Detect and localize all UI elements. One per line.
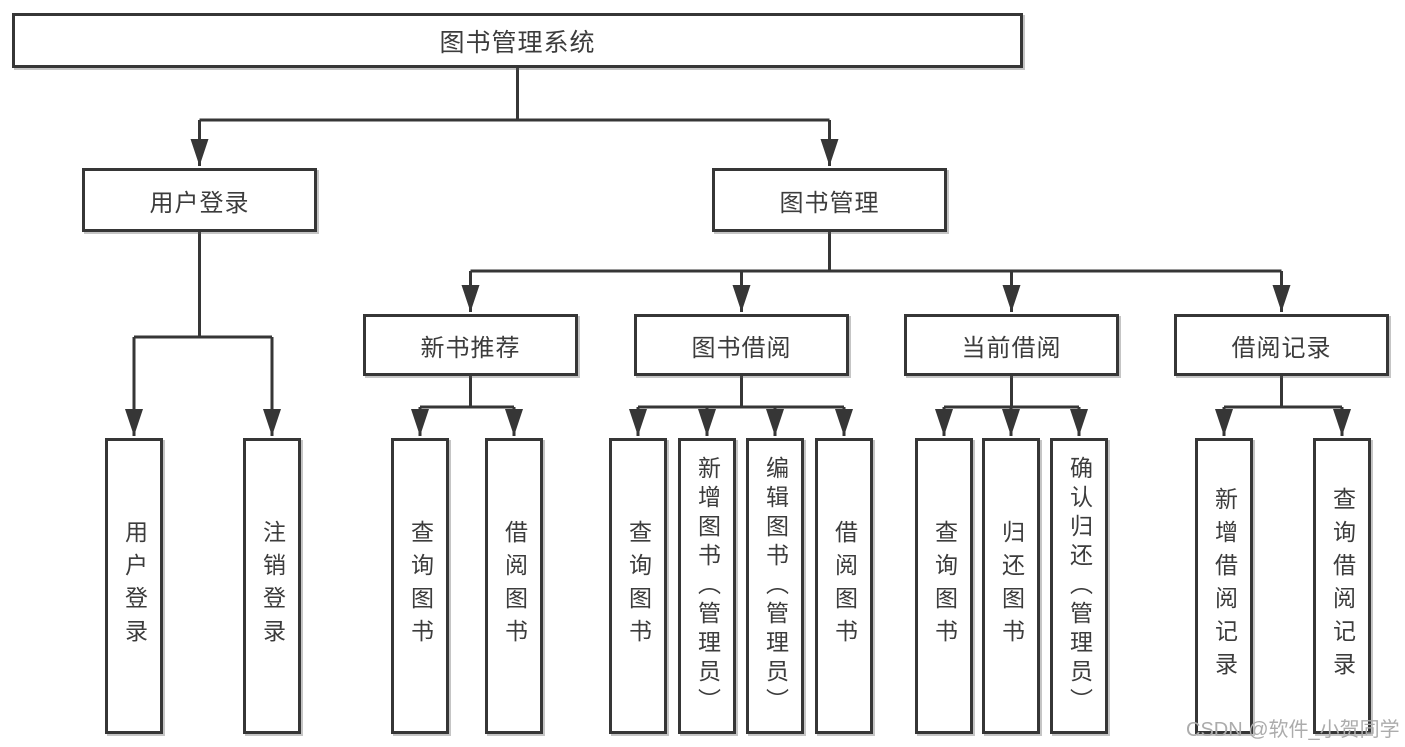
node-edit-book-admin: 编辑图书（管理员）: [746, 438, 804, 734]
node-label: 图书管理: [779, 189, 880, 217]
connector-borrow-records-children: [1215, 376, 1351, 436]
node-label: 借阅记录: [1231, 334, 1332, 362]
node-query-books-current: 查询图书: [915, 438, 973, 734]
node-label: 新书推荐: [420, 334, 521, 362]
node-confirm-return-admin: 确认归还（管理员）: [1050, 438, 1108, 734]
node-query-books-recommend: 查询图书: [391, 438, 449, 734]
node-borrow-books-borrow: 借阅图书: [815, 438, 873, 734]
node-borrow-records: 借阅记录: [1174, 314, 1389, 376]
node-label: 借阅图书: [831, 520, 858, 652]
node-query-books-borrow: 查询图书: [609, 438, 667, 734]
node-label: 新增借阅记录: [1211, 487, 1238, 685]
connector-book-borrow-children: [629, 376, 853, 436]
node-query-borrow-record: 查询借阅记录: [1313, 438, 1371, 734]
node-label: 确认归还（管理员）: [1066, 455, 1093, 717]
watermark: CSDN @软件_小贺同学: [1186, 719, 1400, 741]
node-label: 查询图书: [625, 520, 652, 652]
connector-root-to-level2: [190, 68, 839, 166]
node-label: 查询图书: [407, 520, 434, 652]
connector-book-management-children: [461, 232, 1291, 312]
node-book-borrow: 图书借阅: [634, 314, 849, 376]
connector-current-borrow-children: [935, 376, 1088, 436]
node-user-login: 用户登录: [82, 168, 317, 232]
node-root: 图书管理系统: [12, 13, 1023, 68]
node-return-book: 归还图书: [982, 438, 1040, 734]
node-label: 借阅图书: [501, 520, 528, 652]
node-user-login-action: 用户登录: [105, 438, 163, 734]
node-new-book-recommend: 新书推荐: [363, 314, 578, 376]
node-logout-action: 注销登录: [243, 438, 301, 734]
node-borrow-books-recommend: 借阅图书: [485, 438, 543, 734]
node-label: 图书借阅: [691, 334, 792, 362]
node-label: 用户登录: [149, 189, 250, 217]
node-add-borrow-record: 新增借阅记录: [1195, 438, 1253, 734]
node-add-book-admin: 新增图书（管理员）: [678, 438, 736, 734]
node-current-borrow: 当前借阅: [904, 314, 1119, 376]
node-label: 注销登录: [259, 520, 286, 652]
connector-user-login-children: [125, 232, 281, 436]
node-label: 图书管理系统: [439, 28, 596, 57]
node-label: 用户登录: [121, 520, 148, 652]
node-label: 编辑图书（管理员）: [762, 455, 789, 717]
node-label: 归还图书: [998, 520, 1025, 652]
node-label: 当前借阅: [961, 334, 1062, 362]
connector-new-book-recommend-children: [411, 376, 523, 436]
node-label: 查询借阅记录: [1329, 487, 1356, 685]
node-book-management: 图书管理: [712, 168, 947, 232]
node-label: 查询图书: [931, 520, 958, 652]
node-label: 新增图书（管理员）: [694, 455, 721, 717]
